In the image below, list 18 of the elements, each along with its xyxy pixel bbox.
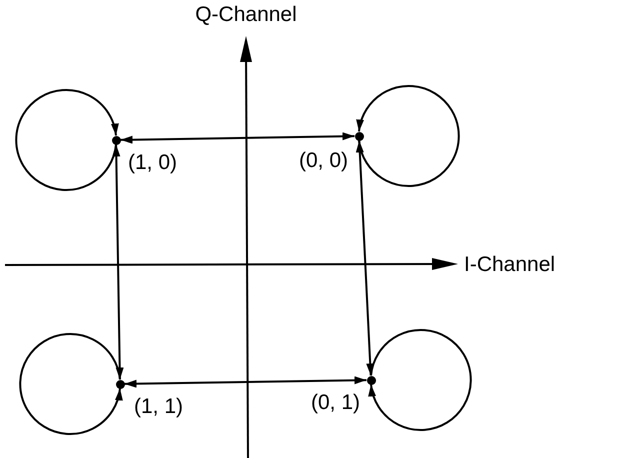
state-label: (0, 1)	[310, 392, 360, 413]
axis-label: I-Channel	[464, 254, 556, 275]
constellation-point	[366, 376, 376, 384]
transition-arrow	[356, 140, 374, 376]
state-label: (1, 0)	[128, 152, 178, 173]
state-label: (0, 0)	[298, 150, 348, 171]
state-label: (1, 1)	[134, 396, 184, 417]
transition-arrow	[124, 376, 367, 388]
self-loop-arrow	[19, 333, 122, 435]
axis-label: Q-Channel	[195, 4, 297, 25]
constellation-point	[116, 380, 124, 388]
constellation-point	[112, 136, 120, 144]
transition-arrow	[120, 132, 355, 144]
transition-arrow	[112, 144, 124, 380]
self-loop-arrow	[15, 89, 118, 191]
constellation-point	[354, 132, 364, 140]
self-loop-arrow	[368, 329, 472, 431]
self-loop-arrow	[356, 85, 460, 187]
